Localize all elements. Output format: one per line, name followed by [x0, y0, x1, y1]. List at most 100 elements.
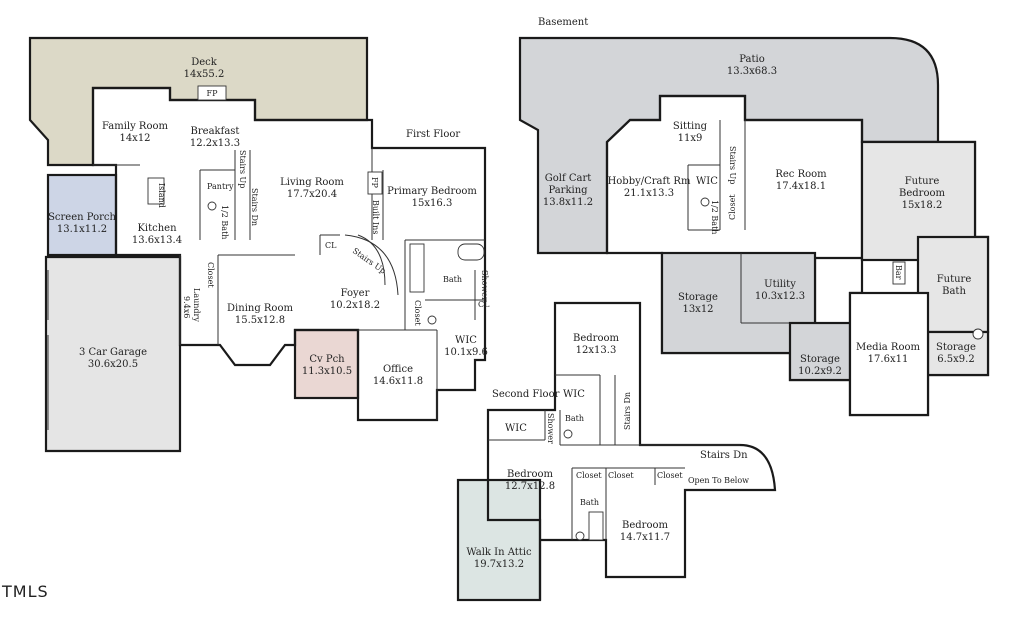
room-dim: 17.7x20.4	[287, 189, 337, 200]
bar-label: Bar	[894, 265, 903, 280]
room-name: Storage	[678, 292, 718, 303]
room-name: Cv Pch	[309, 354, 345, 365]
open-below-label: Open To Below	[688, 476, 749, 485]
water-heater	[972, 328, 984, 340]
room-dim: 13.6x13.4	[132, 235, 182, 246]
room-name: Future	[905, 176, 940, 187]
room-dim: 30.6x20.5	[88, 359, 138, 370]
closet-label: Closet	[206, 262, 215, 288]
floor-title-first: First Floor	[406, 129, 460, 140]
room-name: Walk In Attic	[466, 547, 532, 558]
closet-label: Closet	[728, 194, 737, 220]
closet-label: Closet	[657, 471, 683, 480]
vanity	[409, 243, 425, 293]
room-dim: 11x9	[678, 133, 703, 144]
room-name: WIC	[455, 335, 477, 346]
floor-title-basement: Basement	[538, 17, 588, 28]
toilet	[427, 315, 437, 325]
room-dim: 15x16.3	[412, 198, 453, 209]
bath-label: Bath	[565, 414, 584, 423]
room-dim: 11.3x10.5	[302, 366, 352, 377]
bath-label: Bath	[443, 275, 462, 284]
room-name: Storage	[936, 342, 976, 353]
toilet	[700, 197, 710, 207]
stairs-label: Stairs Dn	[250, 188, 259, 226]
room-dim: 9.4x6	[182, 296, 191, 318]
tub	[457, 243, 485, 261]
room-dim: 10.3x12.3	[755, 291, 805, 302]
shower-label: Shower	[480, 270, 489, 301]
room-name: Storage	[800, 354, 840, 365]
toilet	[207, 201, 217, 211]
closet-label: Closet	[576, 471, 602, 480]
room-dim: 15.5x12.8	[235, 315, 285, 326]
first-floor	[28, 36, 487, 453]
room-name: Sitting	[673, 121, 708, 132]
built-ins-label: Built Ins	[371, 200, 380, 234]
room-dim: 14x55.2	[184, 69, 225, 80]
pantry-label: Pantry	[207, 182, 234, 191]
island-counter	[147, 177, 165, 205]
room-dim: 19.7x13.2	[474, 559, 524, 570]
room-dim: 13.1x11.2	[57, 224, 107, 235]
room-dim: 21.1x13.3	[624, 188, 674, 199]
room-name: Media Room	[856, 342, 920, 353]
fireplace-living	[367, 171, 383, 195]
half-bath-label: 1/2 Bath	[220, 205, 229, 239]
foyer-stair-curve	[357, 234, 386, 286]
room-dim: 10.1x9.6	[444, 347, 488, 358]
island-label: Island	[157, 183, 166, 208]
closet-label: CL	[478, 300, 490, 309]
room-name: Deck	[191, 57, 218, 68]
room-name: Golf Cart	[545, 173, 592, 184]
toilet	[563, 429, 573, 439]
fireplace-deck	[197, 85, 227, 101]
fp-label: FP	[207, 89, 219, 98]
room-dim: 6.5x9.2	[937, 354, 974, 365]
room-dim: 14x12	[119, 133, 150, 144]
room-name: Bedroom	[622, 520, 668, 531]
room-name: Screen Porch	[48, 212, 116, 223]
room-name: Bedroom	[573, 333, 619, 344]
closet-label: Closet	[413, 300, 422, 326]
room-name: Future	[937, 274, 972, 285]
room-name: Parking	[548, 185, 588, 196]
wic-label: WIC	[563, 389, 585, 400]
room-dim: 14.6x11.8	[373, 376, 423, 387]
room-name: Patio	[739, 54, 764, 65]
room-name: Breakfast	[191, 126, 240, 137]
room-dim: 12.2x13.3	[190, 138, 240, 149]
room-name: Bath	[942, 286, 966, 297]
bath-label: Bath	[580, 498, 599, 507]
room-dim: 17.4x18.1	[776, 181, 826, 192]
wic-label: WIC	[505, 423, 527, 434]
room-dim: 12.7x12.8	[505, 481, 555, 492]
walk-in-attic-area	[456, 478, 542, 602]
room-dim: 12x13.3	[576, 345, 617, 356]
room-name: Bedroom	[899, 188, 945, 199]
foyer-stair-curve	[344, 234, 399, 296]
room-name: Foyer	[341, 288, 370, 299]
room-name: Family Room	[102, 121, 168, 132]
garage-area	[44, 255, 182, 453]
toilet	[575, 531, 585, 541]
room-dim: 10.2x18.2	[330, 300, 380, 311]
room-name: Living Room	[280, 177, 344, 188]
tub	[588, 511, 604, 541]
room-dim: 17.6x11	[868, 354, 909, 365]
room-dim: 10.2x9.2	[798, 366, 842, 377]
room-name: Bedroom	[507, 469, 553, 480]
floor-title-second: Second Floor	[492, 389, 560, 400]
room-dim: 13x12	[682, 304, 713, 315]
room-name: Kitchen	[137, 223, 177, 234]
closet-label: CL	[325, 241, 337, 250]
second-floor	[456, 301, 777, 602]
room-dim: 13.3x68.3	[727, 66, 777, 77]
basement	[518, 36, 990, 417]
room-name: Laundry	[192, 288, 201, 322]
room-name: Hobby/Craft Rm	[608, 176, 691, 187]
second-floor-outline	[486, 301, 777, 600]
closet-label: Closet	[608, 471, 634, 480]
fp-label: FP	[370, 177, 379, 189]
